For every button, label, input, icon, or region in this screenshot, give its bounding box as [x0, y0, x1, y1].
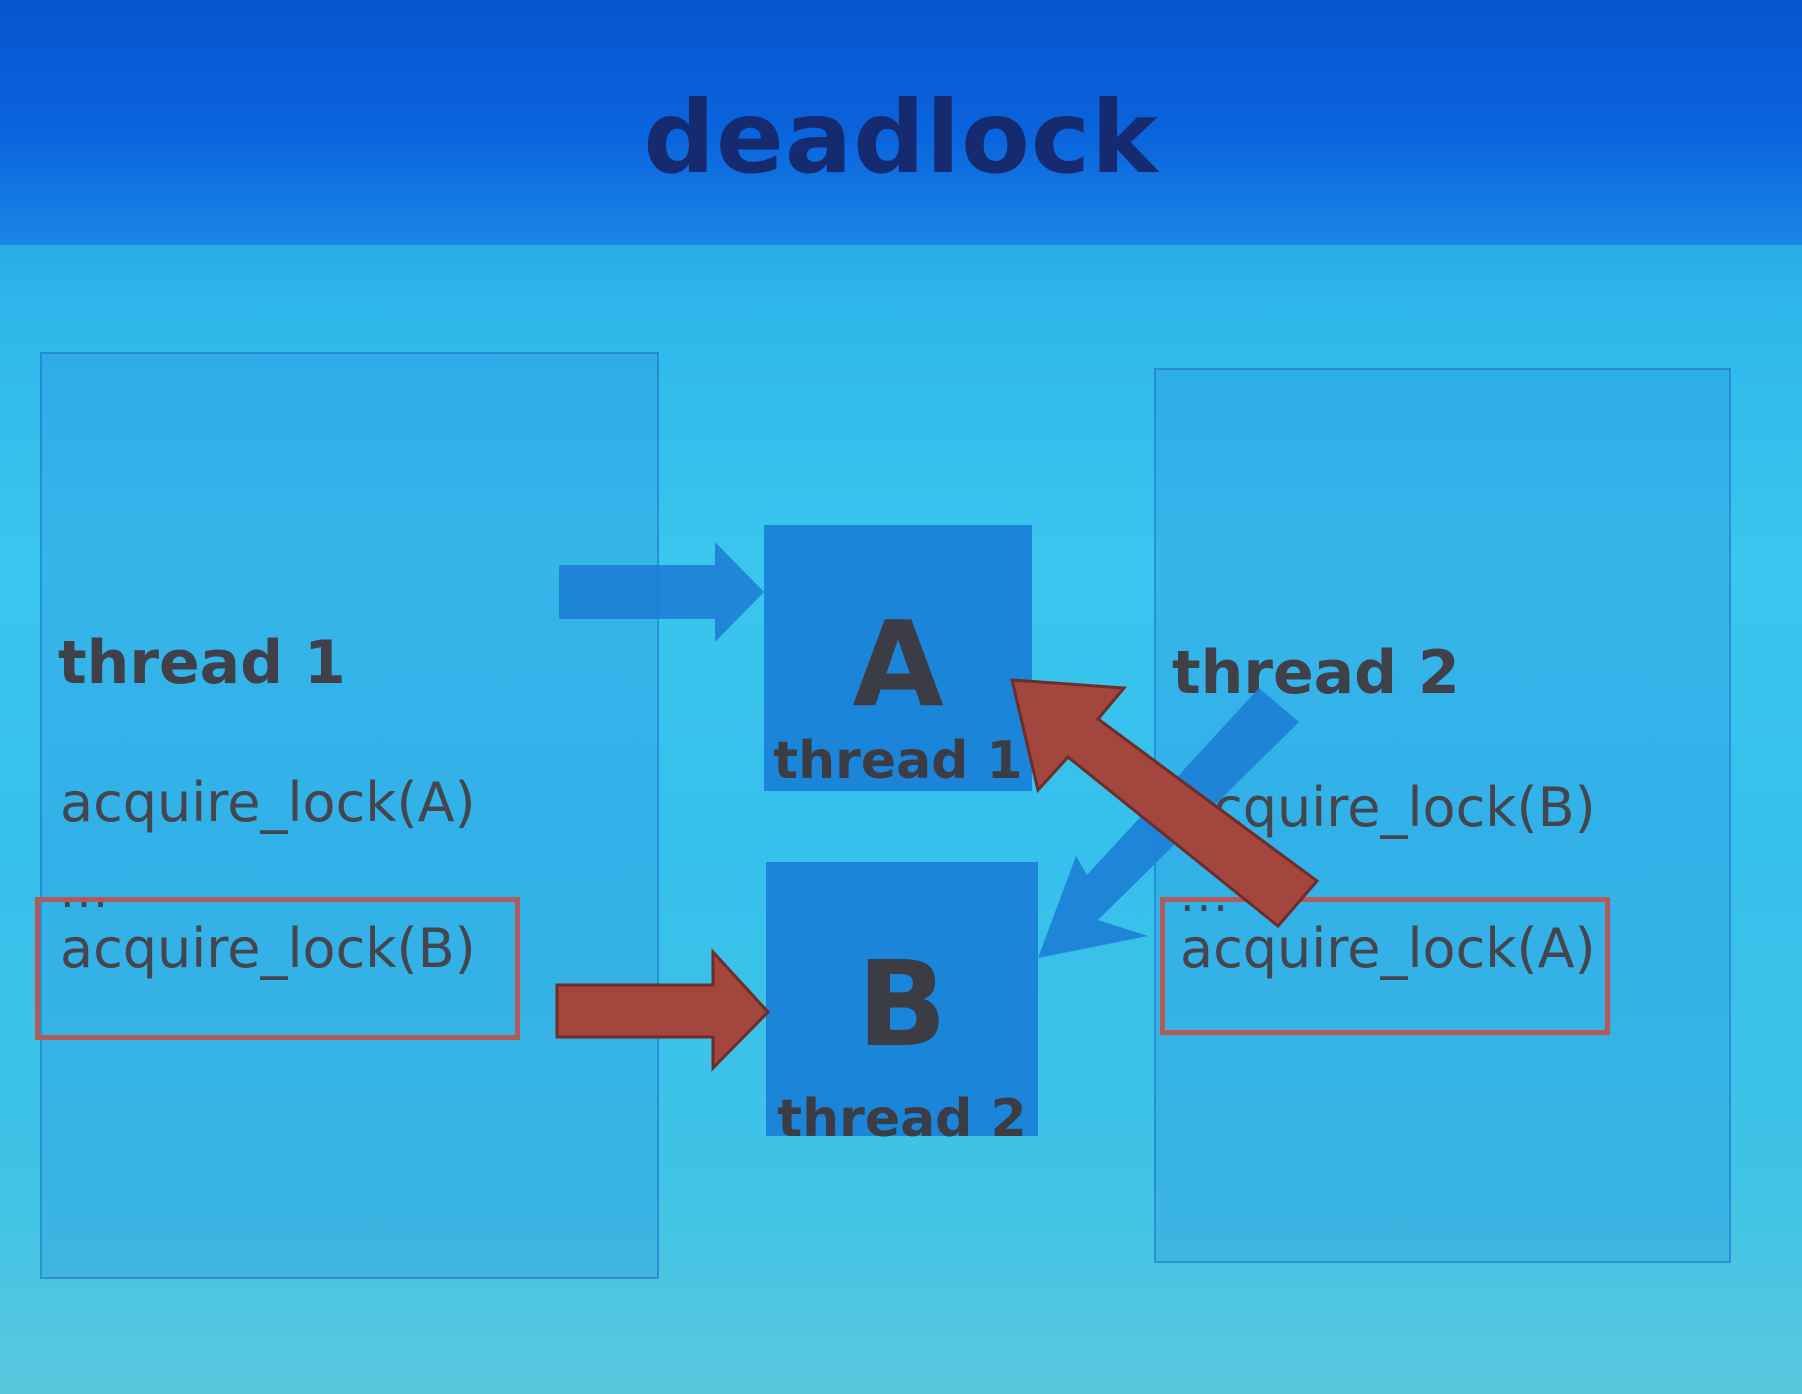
slide-title: deadlock: [643, 79, 1159, 196]
lock-a-letter: A: [852, 595, 944, 733]
lock-b-box: B thread 2: [766, 862, 1038, 1145]
thread-1-acquire-a: acquire_lock(A): [60, 771, 476, 834]
thread-2-panel: [1154, 368, 1731, 1263]
thread-1-ellipsis: ...: [60, 864, 110, 918]
thread-1-acquire-b: acquire_lock(B): [60, 917, 476, 980]
thread-2-title: thread 2: [1172, 638, 1460, 708]
lock-b-owner: thread 2: [777, 1089, 1027, 1149]
thread-1-title: thread 1: [58, 628, 346, 698]
thread-2-acquire-b: acquire_lock(B): [1180, 776, 1596, 839]
thread-2-blocked-highlight: [1160, 897, 1610, 1035]
thread-2-acquire-a: acquire_lock(A): [1180, 917, 1596, 980]
thread-1-blocked-highlight: [35, 897, 520, 1040]
lock-a-owner: thread 1: [773, 731, 1023, 791]
thread-2-waits-a-arrow: [1010, 678, 1320, 929]
lock-b-letter: B: [857, 935, 947, 1073]
lock-a-box: A thread 1: [764, 525, 1032, 791]
thread-1-waits-b-arrow: [555, 948, 771, 1072]
thread-1-holds-a-arrow: [559, 542, 764, 642]
title-band: [0, 0, 1802, 245]
thread-1-panel: [40, 352, 659, 1279]
